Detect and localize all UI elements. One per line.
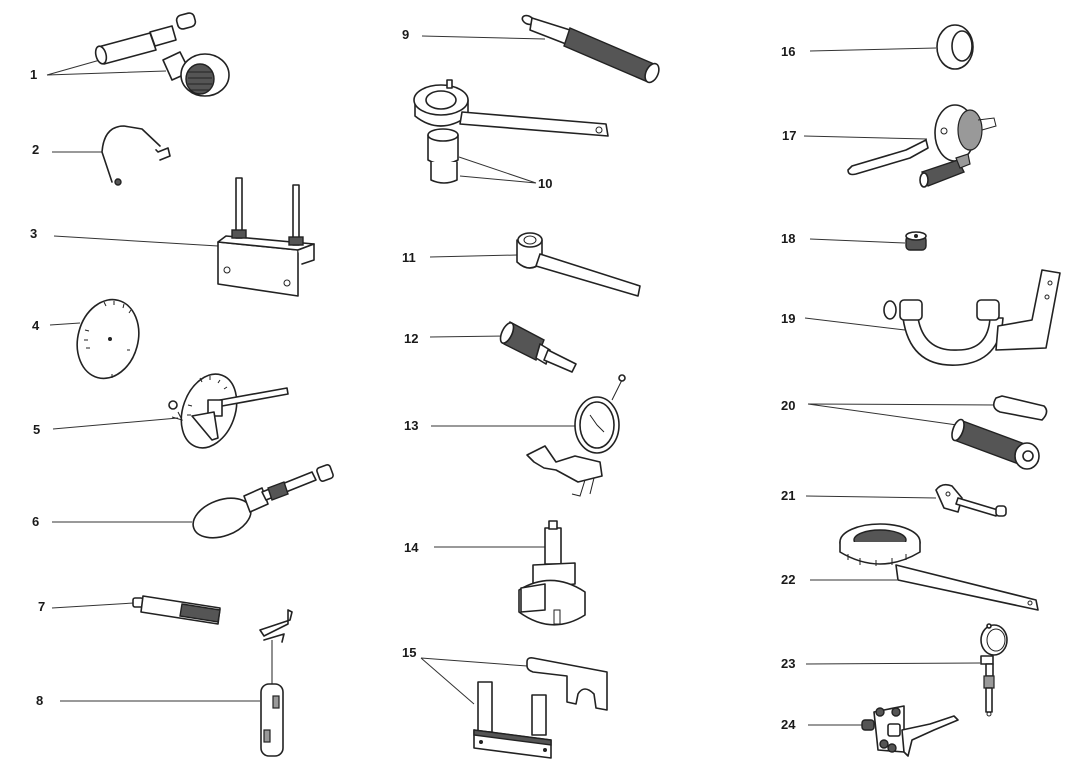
tool-knurled-handle-pin-tool <box>521 14 660 84</box>
callout-7: 7 <box>38 599 135 614</box>
tool-locking-plates <box>473 657 608 759</box>
callout-15: 15 <box>402 645 528 705</box>
leader-line <box>421 35 546 40</box>
tool-bent-hook-tool <box>101 125 171 186</box>
callout-label: 20 <box>781 398 795 413</box>
leader-line <box>51 602 135 609</box>
tool-sealing-ring-bush <box>936 24 974 70</box>
leader-line <box>805 495 937 499</box>
callout-label: 19 <box>781 311 795 326</box>
callout-label: 6 <box>32 514 39 529</box>
callout-3: 3 <box>30 226 219 247</box>
callout-5: 5 <box>33 417 179 437</box>
leader-line <box>803 135 928 140</box>
tool-flywheel-holder <box>847 104 997 188</box>
callout-label: 8 <box>36 693 43 708</box>
tool-oil-filter-strap-wrench <box>192 464 334 539</box>
callout-23: 23 <box>781 656 981 671</box>
callout-label: 21 <box>781 488 795 503</box>
tool-guide-pins <box>951 395 1048 470</box>
callout-10: 10 <box>458 156 552 191</box>
callout-9: 9 <box>402 27 546 42</box>
callout-17: 17 <box>782 128 928 143</box>
leader-line <box>805 662 981 665</box>
callout-label: 14 <box>404 540 419 555</box>
tool-drift-punch <box>132 595 221 625</box>
callout-label: 13 <box>404 418 418 433</box>
callout-label: 15 <box>402 645 416 660</box>
callout-19: 19 <box>781 311 906 331</box>
leader-line <box>429 254 518 258</box>
callout-label: 2 <box>32 142 39 157</box>
leader-line <box>809 238 906 244</box>
callout-label: 9 <box>402 27 409 42</box>
callout-4: 4 <box>32 318 81 333</box>
callout-label: 3 <box>30 226 37 241</box>
callout-14: 14 <box>404 540 545 555</box>
callout-label: 23 <box>781 656 795 671</box>
callout-22: 22 <box>781 572 897 587</box>
callout-label: 5 <box>33 422 40 437</box>
leader-line <box>804 317 906 331</box>
callout-label: 7 <box>38 599 45 614</box>
callout-label: 16 <box>781 44 795 59</box>
callout-label: 11 <box>402 250 416 265</box>
tool-degree-wheel <box>76 298 140 380</box>
callout-label: 1 <box>30 67 37 82</box>
tool-dial-gauge-with-bracket <box>526 374 626 497</box>
callout-16: 16 <box>781 44 937 59</box>
leader-line <box>807 403 997 426</box>
tool-timing-disc-with-pointer <box>168 373 289 449</box>
leader-line <box>458 156 537 184</box>
leader-line <box>809 47 937 52</box>
tool-small-knurled-nut <box>905 231 927 251</box>
callout-21: 21 <box>781 488 937 503</box>
tool-ring-nut-spanner <box>839 523 1039 611</box>
leader-line <box>46 59 167 76</box>
callout-8: 8 <box>36 693 260 708</box>
tool-valve-adjustment-tool <box>861 705 959 757</box>
leader-line <box>52 417 179 430</box>
tool-socket-wrench <box>516 232 641 297</box>
callout-24: 24 <box>781 717 862 732</box>
callout-2: 2 <box>32 142 105 157</box>
tool-cam-holder <box>935 483 1007 517</box>
leader-line <box>53 235 219 247</box>
leader-line <box>49 322 81 326</box>
tool-knurled-adapter <box>499 320 577 373</box>
callout-label: 12 <box>404 331 418 346</box>
callout-label: 24 <box>781 717 796 732</box>
tool-bore-dial-gauge <box>980 623 1008 717</box>
callout-label: 22 <box>781 572 795 587</box>
callout-label: 4 <box>32 318 40 333</box>
callout-label: 17 <box>782 128 796 143</box>
callout-18: 18 <box>781 231 906 246</box>
tool-valve-spring-hook-tool <box>259 609 293 757</box>
tool-bearing-puller-with-drift <box>94 12 230 97</box>
callout-12: 12 <box>404 331 506 346</box>
callout-6: 6 <box>32 514 192 529</box>
leader-line <box>429 335 506 338</box>
leader-line <box>420 657 528 705</box>
tool-pin-spanner-with-sockets <box>413 79 609 184</box>
callout-13: 13 <box>404 418 575 433</box>
callout-label: 10 <box>538 176 552 191</box>
callout-label: 18 <box>781 231 795 246</box>
tool-puller-body <box>518 520 586 626</box>
callout-20: 20 <box>781 398 997 426</box>
callout-11: 11 <box>402 250 518 265</box>
tool-stud-bracket-plate <box>217 177 315 297</box>
callout-1: 1 <box>30 59 167 82</box>
tool-u-clamp-bracket <box>883 269 1061 366</box>
